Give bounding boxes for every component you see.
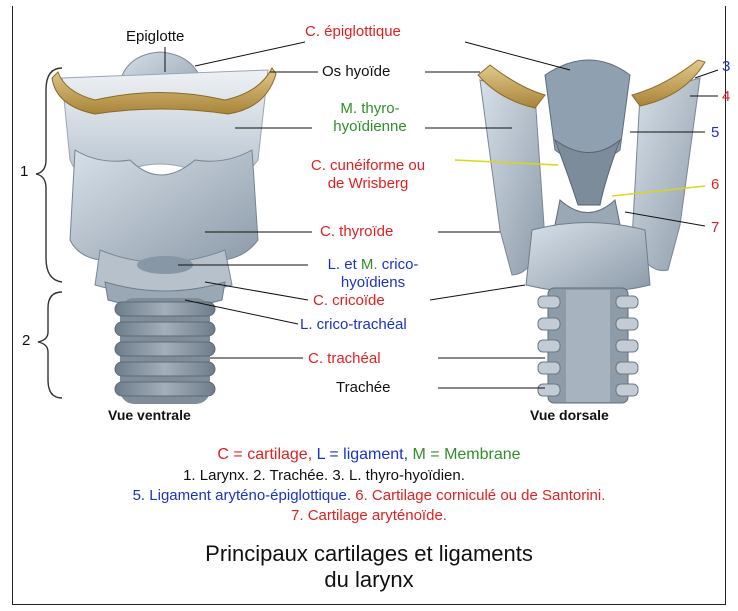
label-c-cricoide: C. cricoïde bbox=[313, 292, 385, 310]
label-vue-ventrale: Vue ventrale bbox=[108, 406, 191, 424]
legend-item-6: 6. Cartilage corniculé ou de Santorini. bbox=[355, 487, 605, 504]
legend-item-5: 5. Ligament aryténo-épiglottique. bbox=[133, 487, 351, 504]
label-m-thyro-line2: hyoïdienne bbox=[315, 118, 425, 136]
label-m-thyro-line1: M. thyro- bbox=[315, 100, 425, 118]
group-braces bbox=[36, 68, 62, 398]
label-hyoidiens: hyoïdiens bbox=[298, 274, 448, 292]
label-l-et: L. et bbox=[328, 256, 357, 273]
ventral-view-drawing bbox=[52, 52, 276, 404]
label-crico: crico- bbox=[382, 256, 419, 273]
label-group-1: 1 bbox=[20, 163, 28, 181]
legend-line-3: 5. Ligament aryténo-épiglottique. 6. Car… bbox=[0, 487, 738, 505]
label-m: M. bbox=[361, 256, 378, 273]
label-c-cuneiforme: C. cunéiforme ou de Wrisberg bbox=[282, 157, 454, 193]
legend-ligament: L = ligament, bbox=[317, 446, 408, 463]
dorsal-view-drawing bbox=[478, 60, 705, 403]
label-number-3: 3 bbox=[722, 58, 730, 76]
label-m-thyro-hyoidienne: M. thyro- hyoïdienne bbox=[315, 100, 425, 136]
label-group-2: 2 bbox=[22, 332, 30, 350]
label-number-5: 5 bbox=[711, 124, 719, 142]
label-epiglotte: Epiglotte bbox=[126, 28, 184, 46]
label-number-7: 7 bbox=[711, 219, 719, 237]
label-l-m-crico-hyoidiens: L. et M. crico- hyoïdiens bbox=[298, 256, 448, 292]
legend-cartilage: C = cartilage, bbox=[217, 446, 312, 463]
label-number-6: 6 bbox=[711, 176, 719, 194]
legend-line-4: 7. Cartilage aryténoïde. bbox=[0, 507, 738, 525]
label-c-cuneiforme-line1: C. cunéiforme ou bbox=[282, 157, 454, 175]
legend-line-2: 1. Larynx. 2. Trachée. 3. L. thyro-hyoïd… bbox=[0, 467, 693, 485]
legend-abbreviations: C = cartilage, L = ligament, M = Membran… bbox=[0, 446, 738, 464]
legend-membrane: M = Membrane bbox=[413, 446, 521, 463]
label-c-cuneiforme-line2: de Wrisberg bbox=[282, 175, 454, 193]
label-os-hyoide: Os hyoïde bbox=[322, 63, 390, 81]
label-vue-dorsale: Vue dorsale bbox=[530, 406, 609, 424]
label-c-thyroide: C. thyroïde bbox=[320, 223, 393, 241]
label-c-tracheal: C. trachéal bbox=[308, 350, 381, 368]
label-trachee: Trachée bbox=[336, 379, 390, 397]
figure-title-line2: du larynx bbox=[0, 566, 738, 593]
label-number-4: 4 bbox=[722, 88, 730, 106]
label-l-crico-tracheal: L. crico-trachéal bbox=[300, 316, 407, 334]
label-c-epiglottique: C. épiglottique bbox=[305, 23, 401, 41]
figure-title-line1: Principaux cartilages et ligaments bbox=[0, 540, 738, 567]
